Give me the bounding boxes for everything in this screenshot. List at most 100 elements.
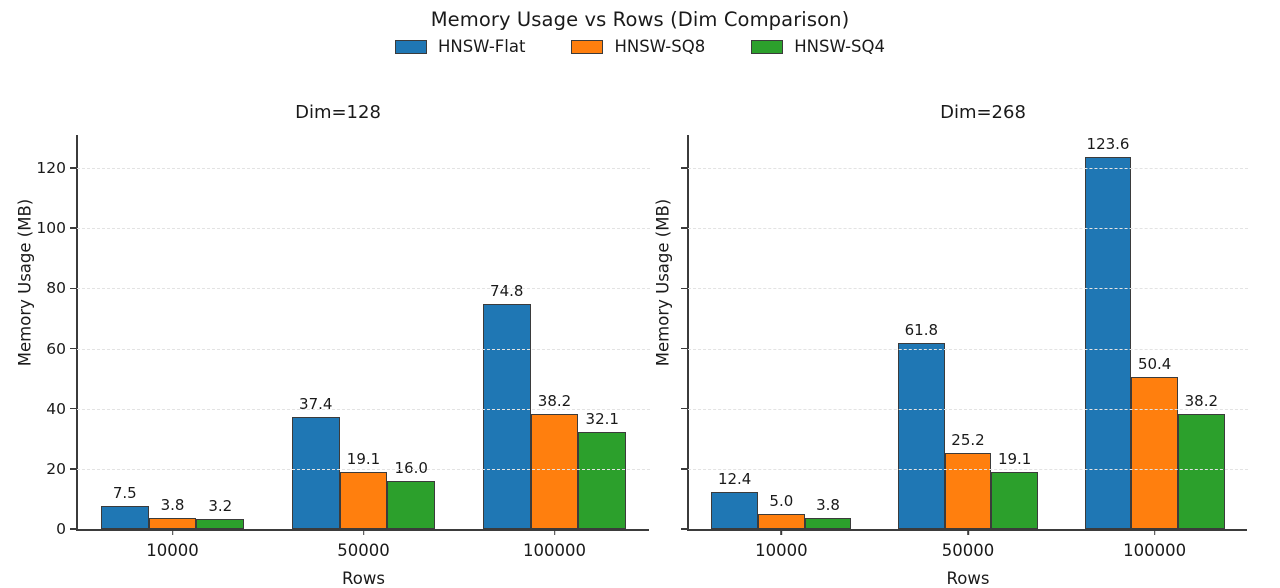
bar-value-label: 25.2: [951, 431, 985, 450]
bar-value-label: 50.4: [1137, 355, 1172, 374]
bar-hnsw-sq4-50000: [387, 480, 436, 529]
x-tick-label: 50000: [337, 541, 390, 560]
y-tick-mark: [681, 167, 687, 169]
bar-hnsw-sq4-10000: [804, 517, 852, 529]
legend-swatch-hnsw-flat: [394, 39, 427, 54]
bar-value-label: 5.0: [769, 491, 794, 510]
bar-value-label: 19.1: [346, 449, 381, 468]
bar-value-label: 32.1: [585, 410, 619, 429]
gridline: [688, 288, 1248, 290]
bar-value-label: 12.4: [717, 469, 752, 488]
axis-spine-bottom: [76, 529, 649, 531]
bar-hnsw-sq8-100000: [1131, 377, 1178, 529]
gridline: [688, 348, 1248, 350]
x-tick-label: 100000: [523, 541, 586, 560]
y-tick-mark: [681, 347, 687, 350]
bar-hnsw-flat-100000: [482, 304, 531, 529]
legend-label-hnsw-flat: HNSW-Flat: [437, 37, 526, 56]
x-axis-label-left: Rows: [342, 569, 385, 588]
subplot-title-dim-128: Dim=128: [295, 102, 381, 123]
y-tick-mark: [681, 287, 687, 290]
legend-item-hnsw-sq8: HNSW-SQ8: [571, 37, 705, 56]
bar-hnsw-sq8-100000: [530, 414, 579, 529]
gridline: [688, 228, 1248, 230]
x-tick-mark: [967, 529, 969, 535]
bar-value-label: 19.1: [997, 449, 1032, 468]
legend-label-hnsw-sq4: HNSW-SQ4: [794, 37, 886, 56]
y-tick-mark: [70, 227, 76, 230]
bar-value-label: 74.8: [490, 282, 524, 301]
y-tick-label: 40: [46, 399, 66, 418]
bar-hnsw-sq4-100000: [1178, 414, 1225, 529]
bar-hnsw-sq8-50000: [944, 453, 992, 529]
axis-spine-left: [687, 135, 689, 529]
y-axis-label-left: Memory Usage (MB): [15, 198, 35, 367]
gridline: [77, 468, 650, 470]
chart-title: Memory Usage vs Rows (Dim Comparison): [430, 8, 850, 31]
y-tick-mark: [70, 167, 76, 169]
bar-hnsw-sq8-10000: [758, 513, 805, 529]
axis-spine-left: [76, 135, 78, 529]
y-axis-label-right: Memory Usage (MB): [653, 198, 673, 367]
y-tick-label: 120: [36, 159, 66, 178]
bar-value-label: 3.2: [208, 497, 233, 516]
y-tick-label: 80: [46, 279, 66, 298]
y-tick-mark: [70, 347, 76, 350]
y-tick-label: 0: [56, 520, 66, 538]
bar-hnsw-sq8-10000: [148, 517, 197, 529]
x-axis-label-right: Rows: [946, 569, 990, 588]
bar-hnsw-sq4-100000: [578, 432, 627, 529]
legend-item-hnsw-flat: HNSW-Flat: [394, 37, 526, 56]
gridline: [688, 168, 1248, 170]
bar-value-label: 16.0: [394, 458, 428, 477]
bar-hnsw-flat-10000: [711, 491, 758, 529]
y-tick-mark: [70, 407, 76, 410]
legend-label-hnsw-sq8: HNSW-SQ8: [614, 37, 706, 56]
axis-spine-bottom: [687, 529, 1247, 531]
y-tick-label: 60: [46, 339, 66, 358]
bar-hnsw-sq4-50000: [991, 471, 1038, 529]
bar-hnsw-sq4-10000: [196, 519, 245, 529]
y-tick-label: 100: [36, 219, 66, 238]
bar-value-label: 37.4: [299, 394, 333, 413]
gridline: [688, 408, 1248, 410]
bar-value-label: 3.8: [160, 495, 185, 514]
x-tick-label: 50000: [941, 541, 995, 560]
x-tick-label: 10000: [146, 541, 199, 560]
bar-hnsw-flat-10000: [100, 506, 149, 529]
bar-value-label: 7.5: [112, 484, 137, 503]
plot-area-dim-128: 7.5 3.8 3.2 37.4 19.1 16.0 74.8 38.2 32.1: [77, 135, 650, 529]
gridline: [77, 228, 650, 230]
y-tick-mark: [70, 287, 76, 290]
subplot-title-dim-268: Dim=268: [940, 102, 1026, 123]
chart-legend: HNSW-Flat HNSW-SQ8 HNSW-SQ4: [0, 37, 1280, 56]
x-tick-mark: [362, 529, 365, 535]
legend-swatch-hnsw-sq4: [751, 39, 784, 54]
gridline: [77, 348, 650, 350]
bar-value-label: 3.8: [816, 495, 840, 514]
y-tick-mark: [681, 468, 687, 470]
bar-value-label: 61.8: [904, 321, 939, 340]
gridline: [77, 168, 650, 170]
y-tick-mark: [681, 227, 687, 230]
y-tick-mark: [70, 528, 76, 530]
x-tick-mark: [553, 529, 556, 535]
y-tick-mark: [681, 407, 687, 410]
bar-hnsw-flat-50000: [898, 343, 945, 529]
subplot-dim-128: Dim=128 Memory Usage (MB) 7.5 3.8 3.2 37.4 1…: [0, 96, 656, 588]
legend-swatch-hnsw-sq8: [571, 39, 604, 54]
x-tick-label: 100000: [1123, 541, 1187, 560]
bar-hnsw-flat-100000: [1084, 157, 1132, 529]
legend-item-hnsw-sq4: HNSW-SQ4: [751, 37, 885, 56]
gridline: [688, 468, 1248, 470]
y-tick-mark: [681, 528, 687, 530]
bar-value-label: 38.2: [537, 392, 572, 411]
x-tick-mark: [171, 529, 174, 535]
bar-value-label: 123.6: [1086, 135, 1130, 154]
x-tick-label: 10000: [755, 541, 808, 560]
y-tick-mark: [70, 468, 76, 470]
axes-dim-128: 7.5 3.8 3.2 37.4 19.1 16.0 74.8 38.2 32.1 Rows 0…: [36, 135, 650, 588]
